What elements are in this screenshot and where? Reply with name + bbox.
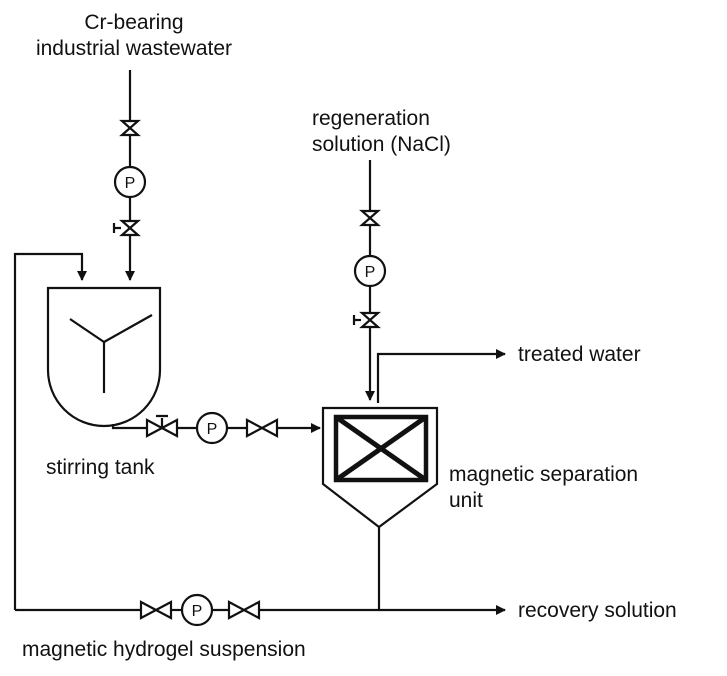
actuator-icon — [352, 315, 361, 325]
treated-water-label: treated water — [518, 343, 641, 366]
treated-water-line — [376, 349, 506, 403]
regeneration-label: regeneration solution (NaCl) — [312, 106, 451, 158]
pump-icon — [113, 165, 147, 199]
regeneration-label-line-1: regeneration — [312, 107, 430, 130]
separation-unit-label-line-2: unit — [449, 489, 483, 512]
stirring-tank — [46, 286, 162, 428]
pump-label: P — [207, 421, 218, 438]
recycle-line — [13, 252, 87, 610]
valve-icon — [139, 600, 173, 620]
wastewater-label-line-2: industrial wastewater — [35, 37, 233, 60]
separation-unit-label: magnetic separation unit — [449, 462, 638, 514]
hydrogel-suspension-label: magnetic hydrogel suspension — [22, 638, 306, 661]
stirring-tank-label: stirring tank — [46, 456, 155, 479]
tank-outlet-line — [111, 424, 147, 430]
magnetic-separation-unit — [321, 406, 439, 529]
control-valve-icon — [145, 418, 179, 438]
valve-icon — [359, 209, 381, 227]
agitator-icon — [69, 314, 153, 393]
wastewater-label: Cr-bearing industrial wastewater — [9, 10, 259, 62]
pump-icon — [353, 254, 387, 288]
pump-label: P — [192, 603, 203, 620]
valve-icon — [119, 119, 141, 137]
recovery-solution-label: recovery solution — [518, 599, 677, 622]
pump-label: P — [365, 264, 376, 281]
actuator-icon — [112, 223, 121, 233]
actuator-icon — [156, 414, 168, 428]
separation-unit-label-line-1: magnetic separation — [449, 463, 639, 486]
control-valve-icon — [119, 219, 141, 237]
valve-icon — [245, 418, 279, 438]
control-valve-icon — [359, 311, 381, 329]
regeneration-label-line-2: solution (NaCl) — [312, 133, 451, 156]
wastewater-label-line-1: Cr-bearing — [84, 11, 184, 34]
magnet-icon — [333, 414, 429, 483]
valve-icon — [227, 600, 261, 620]
pump-label: P — [125, 175, 136, 192]
